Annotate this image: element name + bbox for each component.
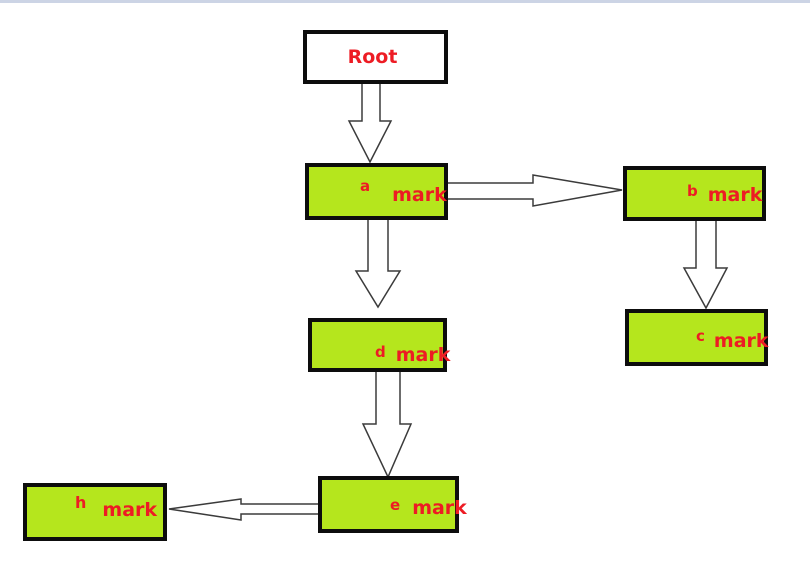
node-c-word: mark <box>713 330 769 352</box>
arrow-root-to-a <box>347 82 393 164</box>
node-d-word: mark <box>395 343 451 366</box>
node-a-letter: a <box>360 177 371 195</box>
node-h-letter: h <box>75 493 87 512</box>
arrow-d-to-e <box>361 370 413 479</box>
node-d-letter: d <box>375 342 386 361</box>
node-c: c mark <box>625 309 769 366</box>
arrow-e-to-h <box>168 498 321 521</box>
node-e: e mark <box>318 476 467 533</box>
node-a-word: mark <box>392 184 447 206</box>
node-b-word: mark <box>707 184 763 206</box>
node-b: b mark <box>623 166 766 221</box>
node-h: h mark <box>23 483 167 541</box>
node-h-word: mark <box>102 498 158 521</box>
node-e-letter: e <box>390 496 401 514</box>
arrow-a-to-b <box>446 174 623 207</box>
window-top-edge <box>0 0 810 3</box>
node-c-letter: c <box>696 327 705 345</box>
node-d: d mark <box>308 318 450 372</box>
node-a: a mark <box>305 163 448 220</box>
arrow-a-to-d <box>354 218 402 309</box>
node-e-word: mark <box>412 497 467 519</box>
node-root: Root <box>303 30 448 84</box>
node-b-letter: b <box>687 182 698 200</box>
arrow-b-to-c <box>682 219 729 310</box>
node-root-label: Root <box>347 46 398 68</box>
